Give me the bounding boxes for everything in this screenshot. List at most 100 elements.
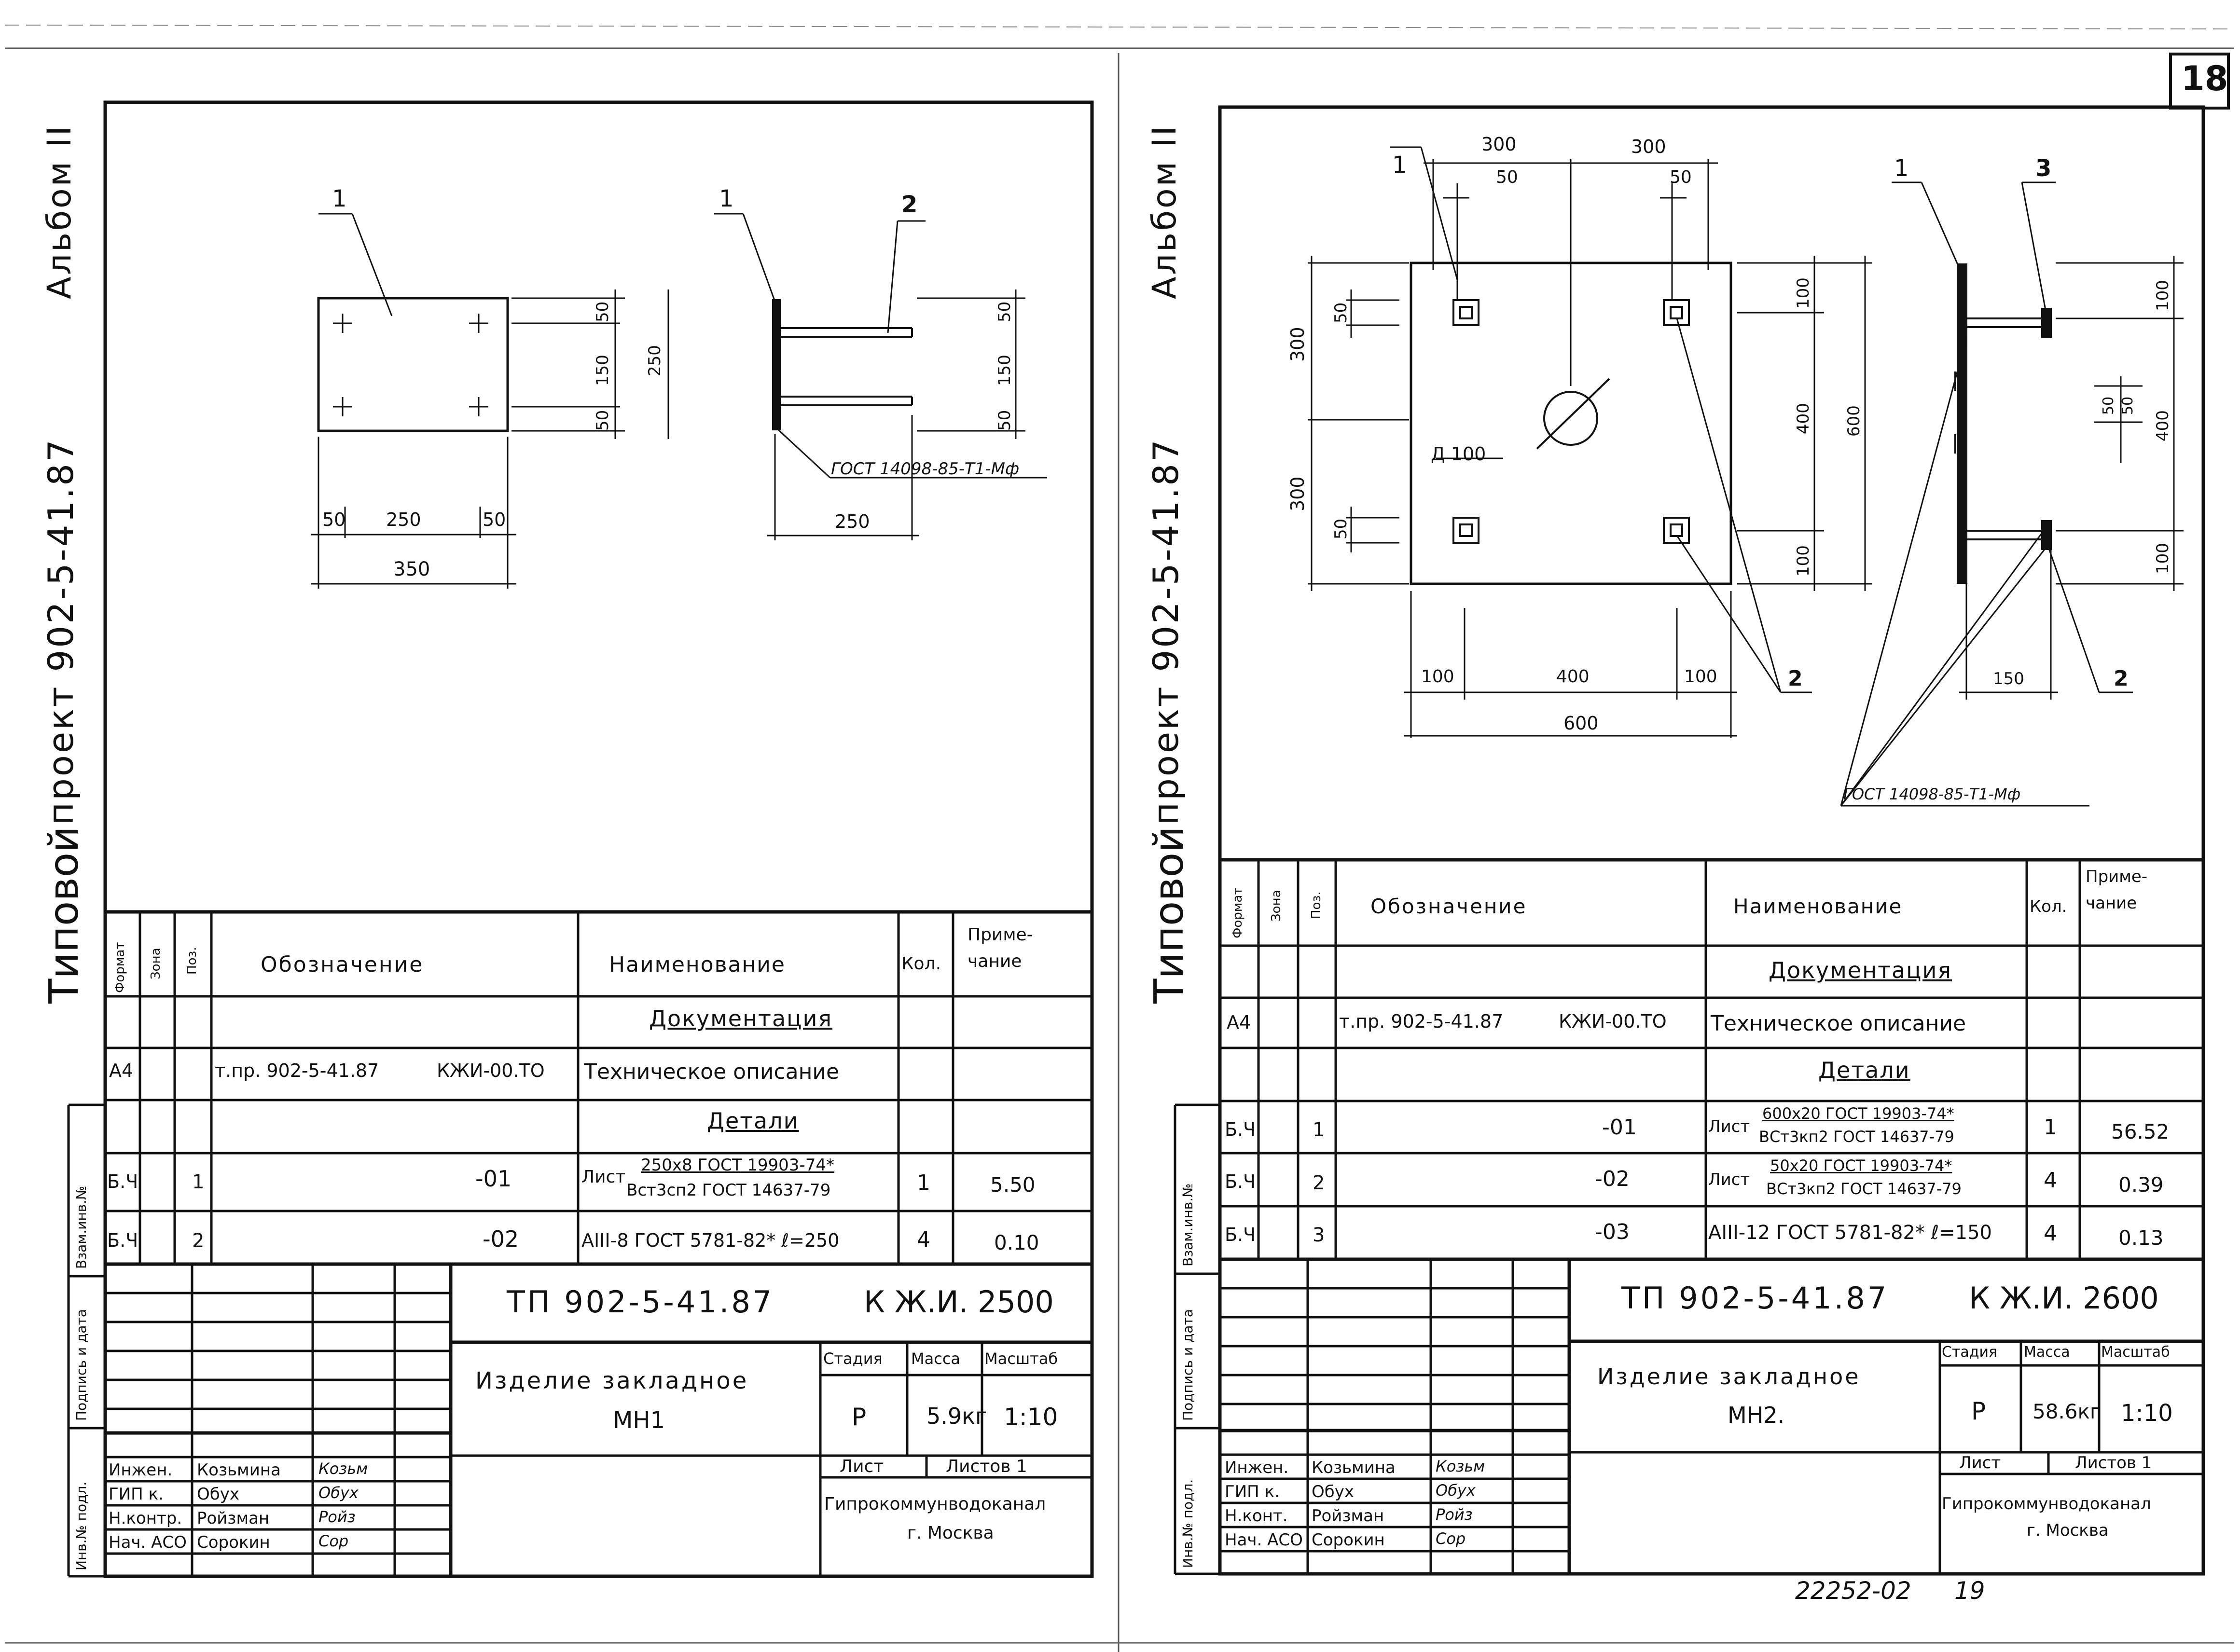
stamp-vzam-inv: Взам.инв.№ xyxy=(73,1185,89,1269)
s1-staff-role-2: ГИП к. xyxy=(109,1485,164,1504)
s2-title-item-mark: МН2. xyxy=(1728,1402,1785,1428)
s2-left-dim-1: 300 xyxy=(1287,327,1308,362)
s2-pos2-side: 2 xyxy=(2114,666,2129,691)
stamp2-podpis-data: Подпись и дата xyxy=(1180,1309,1196,1421)
s2-pos1-plan: 1 xyxy=(1392,151,1407,179)
s2-r2-format: Б.Ч xyxy=(1225,1171,1256,1192)
s2-title-item: Изделие закладное xyxy=(1597,1363,1861,1390)
s2-signature-2: Обух xyxy=(1436,1481,1476,1500)
s2-staff-role-4: Нач. АСО xyxy=(1225,1530,1303,1550)
s2-sheet-label: Лист xyxy=(1959,1453,2001,1473)
s2-city: г. Москва xyxy=(2027,1521,2109,1540)
s1-col-qty: Кол. xyxy=(901,954,941,974)
s1-pos1-side: 1 xyxy=(719,185,734,212)
s2-r2-pos: 2 xyxy=(1313,1172,1325,1194)
s2-staff-name-3: Ройзман xyxy=(1312,1506,1384,1526)
s1-staff-name-1: Козьмина xyxy=(197,1460,281,1480)
s1-r1-name-bottom: Вст3сп2 ГОСТ 14637-79 xyxy=(626,1181,831,1200)
s2-r3-note: 0.13 xyxy=(2118,1226,2164,1250)
bottom-stamp: 22252-02 xyxy=(1795,1577,1911,1605)
s2-r2-prefix: Лист xyxy=(1708,1170,1750,1189)
s2-r1-designation: -01 xyxy=(1602,1115,1637,1140)
s2-r1-note: 56.52 xyxy=(2111,1120,2170,1143)
page-number: 18 xyxy=(2181,59,2228,98)
s2-col-qty: Кол. xyxy=(2030,897,2067,916)
s2-doc-designation: т.пр. 902-5-41.87 xyxy=(1339,1011,1504,1032)
s2-side-dim-4: 400 xyxy=(2153,410,2172,441)
s2-left-small-1: 50 xyxy=(1331,302,1351,323)
s2-staff-role-1: Инжен. xyxy=(1225,1458,1289,1477)
s1-signature-1: Козьм xyxy=(318,1459,368,1478)
s2-r3-format: Б.Ч xyxy=(1225,1224,1256,1245)
s1-r2-note: 0.10 xyxy=(994,1231,1039,1254)
s2-org: Гипрокоммунводоканал xyxy=(1942,1494,2151,1514)
s1-section-parts: Детали xyxy=(707,1108,799,1134)
s2-bottom-total: 600 xyxy=(1563,713,1599,734)
s2-stage-label: Стадия xyxy=(1942,1344,1998,1361)
s1-staff-role-1: Инжен. xyxy=(109,1460,173,1480)
s2-r1-prefix: Лист xyxy=(1708,1117,1750,1136)
s2-r1-pos: 1 xyxy=(1313,1119,1325,1141)
s2-pos3: 3 xyxy=(2035,155,2052,182)
s1-col-designation: Обозначение xyxy=(261,952,424,977)
s2-r1-name-top: 600х20 ГОСТ 19903-74* xyxy=(1762,1104,1954,1123)
s2-staff-name-2: Обух xyxy=(1312,1482,1354,1501)
s2-top-dim-1: 300 xyxy=(1481,134,1517,155)
s1-title-item: Изделие закладное xyxy=(475,1367,749,1394)
stamp2-inv-podl: Инв.№ подл. xyxy=(1180,1479,1196,1568)
s2-top-small-2: 50 xyxy=(1670,167,1692,187)
s2-staff-role-2: ГИП к. xyxy=(1225,1482,1280,1501)
s2-staff-name-1: Козьмина xyxy=(1312,1458,1396,1477)
s1-dim-w1: 50 xyxy=(322,509,346,530)
s2-bottom-dim-3: 100 xyxy=(1684,667,1717,687)
s1-title-mark: К Ж.И. 2500 xyxy=(864,1284,1054,1320)
s1-dim-h1: 50 xyxy=(593,301,612,322)
margin2-album: Альбом II xyxy=(1146,124,1184,299)
s1-r2-name: АIII-8 ГОСТ 5781-82* ℓ=250 xyxy=(581,1230,840,1251)
s1-doc-format: А4 xyxy=(109,1060,134,1081)
s1-r2-pos: 2 xyxy=(192,1230,205,1252)
s1-dim-total-w: 350 xyxy=(393,558,430,580)
s1-side-dim3: 50 xyxy=(995,410,1014,431)
s2-side-len: 150 xyxy=(1993,669,2024,688)
s2-title-mark: К Ж.И. 2600 xyxy=(1969,1280,2159,1316)
s2-col-note-1: Приме- xyxy=(2086,867,2148,886)
s2-right-dim-1: 100 xyxy=(1794,277,1813,309)
s1-dim-h2: 150 xyxy=(593,355,612,386)
s2-doc-code: КЖИ-00.ТО xyxy=(1559,1011,1667,1032)
s2-signature-1: Козьм xyxy=(1436,1457,1485,1475)
s2-r3-pos: 3 xyxy=(1313,1224,1325,1246)
s2-signature-3: Ройз xyxy=(1436,1505,1473,1524)
s2-r3-qty: 4 xyxy=(2044,1221,2057,1246)
s1-dim-total-h: 250 xyxy=(645,345,664,376)
s1-col-pos: Поз. xyxy=(185,947,199,975)
s2-col-format: Формат xyxy=(1231,887,1245,939)
s1-sheets-label: Листов 1 xyxy=(946,1457,1027,1476)
s1-dim-w3: 50 xyxy=(483,509,506,530)
s2-r1-name-bottom: ВСт3кп2 ГОСТ 14637-79 xyxy=(1759,1128,1954,1146)
s1-staff-name-4: Сорокин xyxy=(197,1533,270,1552)
s2-col-name: Наименование xyxy=(1733,895,1903,918)
s1-signature-4: Сор xyxy=(318,1532,349,1550)
margin-kind: Типовой xyxy=(40,826,87,1004)
s1-col-note-2: чание xyxy=(968,951,1022,971)
s2-side-dim-5: 100 xyxy=(2153,543,2172,574)
s2-section-parts: Детали xyxy=(1818,1057,1910,1083)
margin2-kind: Типовой xyxy=(1145,826,1192,1004)
s1-doc-code: КЖИ-00.ТО xyxy=(437,1060,545,1081)
s2-staff-name-4: Сорокин xyxy=(1312,1530,1385,1550)
s1-dim-w2: 250 xyxy=(386,509,421,530)
s2-title-code: ТП 902-5-41.87 xyxy=(1621,1280,1889,1316)
s2-right-dim-3: 100 xyxy=(1794,545,1813,577)
s2-left-small-2: 50 xyxy=(1331,518,1351,539)
s1-title-code: ТП 902-5-41.87 xyxy=(507,1284,774,1320)
s1-r1-designation: -01 xyxy=(475,1166,512,1192)
s1-pos2: 2 xyxy=(901,191,918,218)
margin2-project: проект 902-5-41.87 xyxy=(1146,438,1186,825)
s2-signature-4: Сор xyxy=(1436,1529,1466,1548)
s2-bottom-dim-1: 100 xyxy=(1421,667,1454,687)
s2-stage: Р xyxy=(1971,1397,1986,1425)
s1-staff-name-3: Ройзман xyxy=(197,1509,270,1528)
s1-r2-qty: 4 xyxy=(917,1227,930,1252)
